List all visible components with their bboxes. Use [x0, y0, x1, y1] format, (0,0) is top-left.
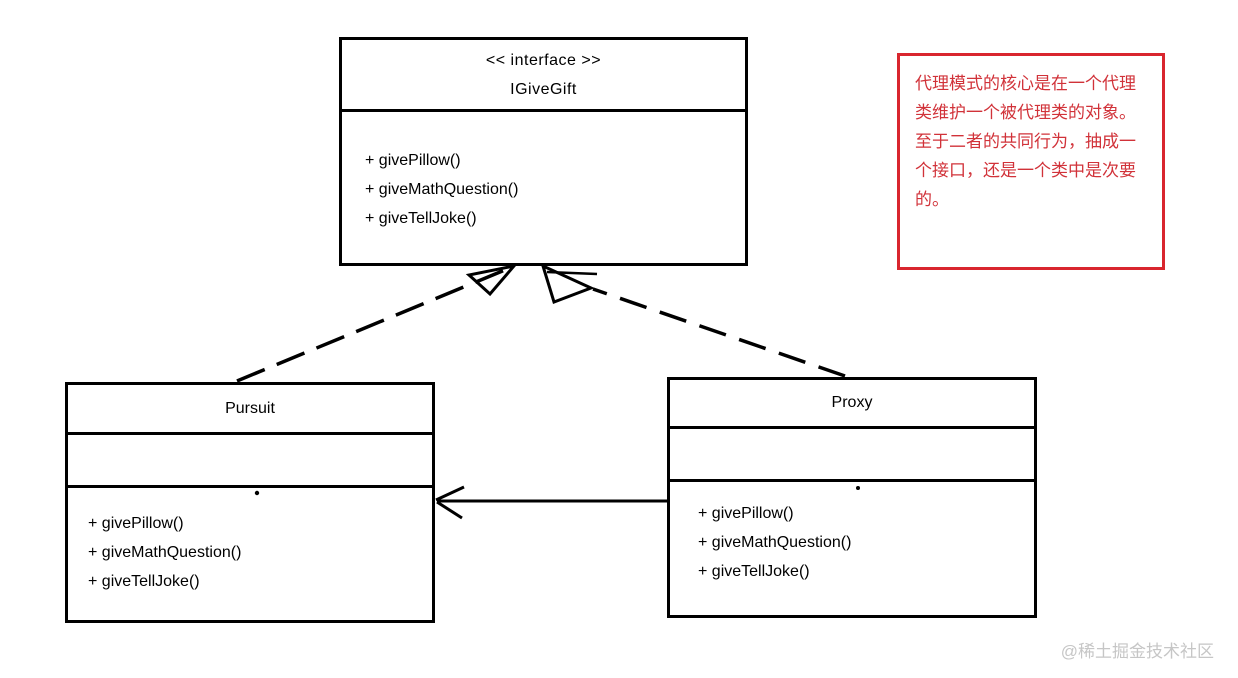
method-item: + giveMathQuestion() — [698, 534, 852, 551]
proxy-methods-compartment: + givePillow() + giveMathQuestion() + gi… — [670, 479, 1034, 615]
pursuit-class-box: Pursuit + givePillow() + giveMathQuestio… — [65, 382, 435, 623]
pursuit-class-name: Pursuit — [225, 400, 275, 417]
interface-methods-compartment: + givePillow() + giveMathQuestion() + gi… — [342, 109, 745, 263]
annotation-note: 代理模式的核心是在一个代理 类维护一个被代理类的对象。 至于二者的共同行为，抽成… — [897, 53, 1165, 270]
proxy-class-name: Proxy — [831, 394, 873, 411]
method-item: + givePillow() — [88, 515, 184, 532]
interface-stereotype: << interface >> — [485, 52, 602, 69]
note-line: 的。 — [915, 190, 949, 209]
note-line: 类维护一个被代理类的对象。 — [915, 103, 1136, 122]
pursuit-methods-compartment: + givePillow() + giveMathQuestion() + gi… — [68, 485, 432, 620]
interface-name: IGiveGift — [510, 81, 577, 98]
proxy-class-box: Proxy + givePillow() + giveMathQuestion(… — [667, 377, 1037, 618]
realization-arrow-pursuit-to-interface — [236, 263, 518, 383]
method-item: + giveTellJoke() — [365, 210, 477, 227]
method-item: + givePillow() — [365, 152, 461, 169]
method-item: + giveMathQuestion() — [88, 544, 242, 561]
sketch-speck-marks — [254, 486, 860, 496]
pursuit-attributes-compartment — [68, 432, 432, 485]
note-line: 代理模式的核心是在一个代理 — [915, 74, 1136, 93]
method-item: + giveMathQuestion() — [365, 181, 519, 198]
realization-arrow-proxy-to-interface — [540, 263, 846, 378]
association-arrow-proxy-to-pursuit — [435, 485, 668, 520]
note-line: 至于二者的共同行为，抽成一 — [915, 132, 1136, 151]
note-line: 个接口，还是一个类中是次要 — [915, 161, 1136, 180]
method-item: + giveTellJoke() — [88, 573, 200, 590]
method-item: + givePillow() — [698, 505, 794, 522]
interface-title-compartment: << interface >> IGiveGift — [342, 40, 745, 109]
watermark-text: @稀土掘金技术社区 — [1060, 642, 1214, 661]
proxy-attributes-compartment — [670, 426, 1034, 479]
method-item: + giveTellJoke() — [698, 563, 810, 580]
interface-class-box: << interface >> IGiveGift + givePillow()… — [339, 37, 748, 266]
